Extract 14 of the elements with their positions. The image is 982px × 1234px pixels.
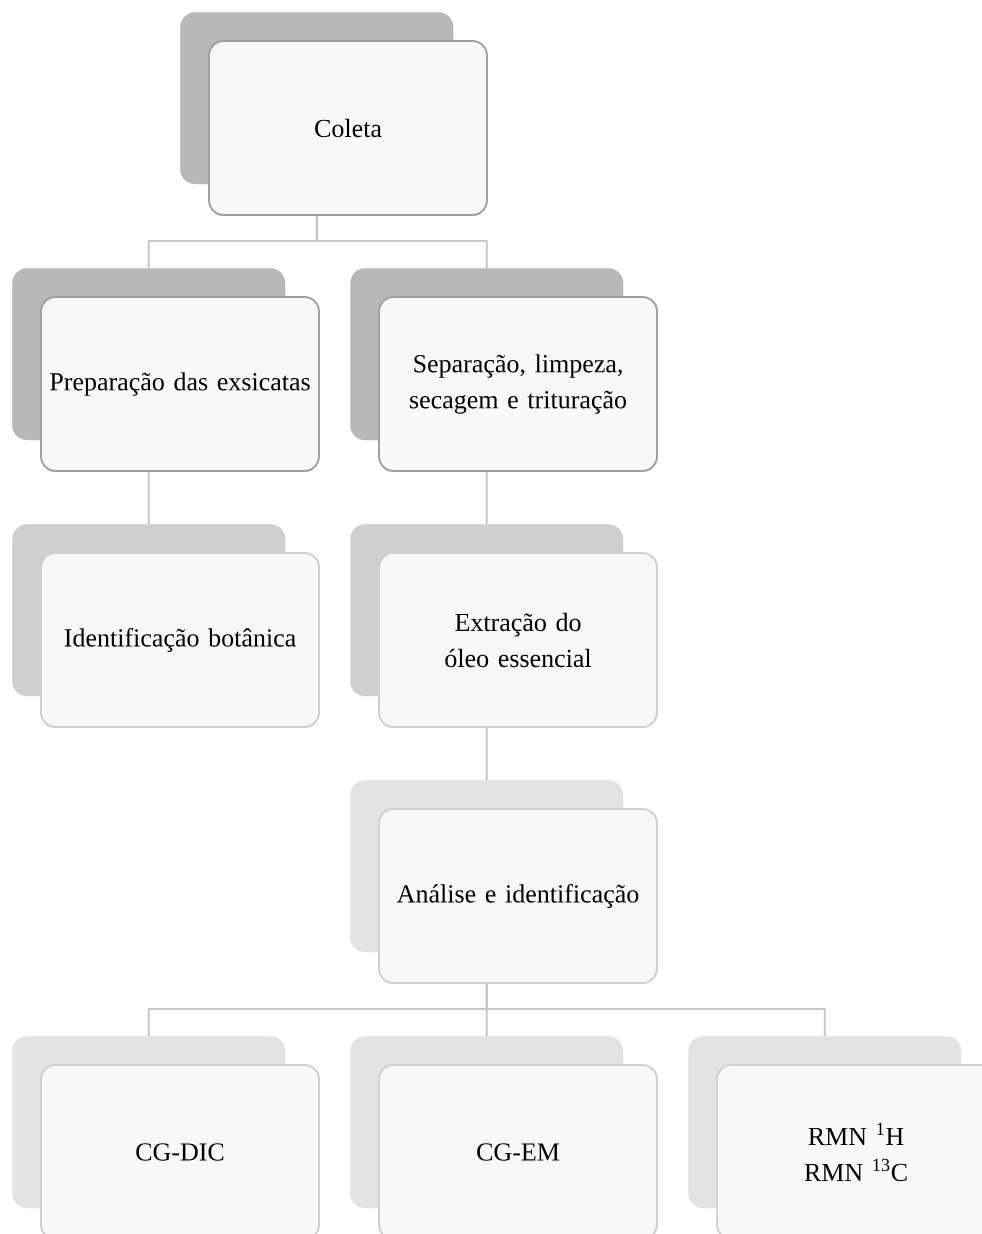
process-box: Preparação das exsicatas [12, 268, 320, 472]
connector-line [485, 983, 826, 1037]
connector-line [315, 215, 488, 269]
process-box: Extração do óleo essencial [350, 524, 658, 728]
connector-line [485, 471, 488, 525]
connector-line [147, 471, 150, 525]
process-box: RMN $^{1}$H RMN $^{13}$C [688, 1036, 982, 1234]
process-box: Análise e identificação [350, 780, 658, 984]
process-box: Coleta [180, 12, 488, 216]
process-box: CG-DIC [12, 1036, 320, 1234]
process-box: Separação, limpeza, secagem e trituração [350, 268, 658, 472]
process-box: Identificação botânica [12, 524, 320, 728]
process-box: CG-EM [350, 1036, 658, 1234]
connector-line [485, 727, 488, 781]
